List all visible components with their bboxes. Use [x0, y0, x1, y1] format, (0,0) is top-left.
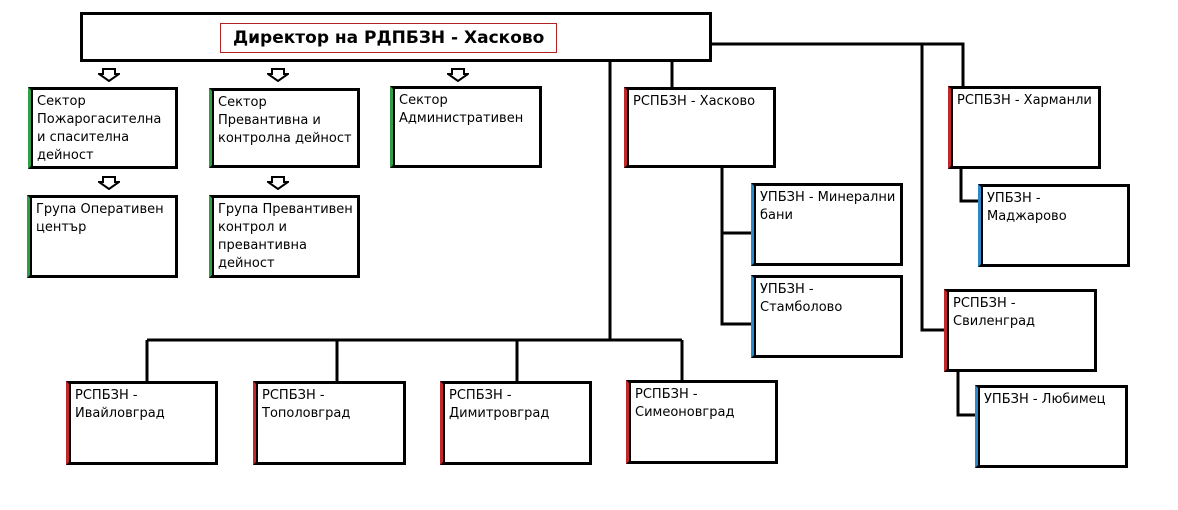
sector-admin-label: Сектор Административен — [399, 93, 524, 126]
service-harmanli-label: РСПБЗН - Харманли — [957, 93, 1092, 108]
down-arrow-icon — [98, 68, 120, 82]
service-topolovgrad-label: РСПБЗН - Тополовград — [262, 388, 351, 421]
sector-admin-box: Сектор Административен — [390, 86, 542, 168]
down-arrow-icon — [267, 68, 289, 82]
group-operative-box: Група Оперативен център — [27, 195, 178, 278]
director-box: Директор на РДПБЗН - Хасково — [80, 12, 712, 62]
down-arrow-icon — [98, 176, 120, 190]
site-mineralni-bani-label: УПБЗН - Минерални бани — [760, 190, 896, 223]
site-madzharovo-label: УПБЗН - Маджарово — [987, 191, 1067, 224]
service-dimitrovgrad-label: РСПБЗН - Димитровград — [449, 388, 550, 421]
service-ivaylovgrad-box: РСПБЗН - Ивайловград — [66, 381, 218, 465]
group-operative-label: Група Оперативен център — [36, 202, 164, 235]
service-svilengrad-box: РСПБЗН - Свиленград — [944, 289, 1097, 372]
service-svilengrad-label: РСПБЗН - Свиленград — [953, 296, 1036, 329]
service-haskovo-label: РСПБЗН - Хасково — [633, 94, 756, 109]
site-mineralni-bani-box: УПБЗН - Минерални бани — [751, 183, 903, 266]
director-title: Директор на РДПБЗН - Хасково — [220, 23, 558, 53]
service-simeonovgrad-box: РСПБЗН - Симеоновград — [626, 380, 778, 464]
service-haskovo-box: РСПБЗН - Хасково — [624, 87, 776, 168]
service-ivaylovgrad-label: РСПБЗН - Ивайловград — [75, 388, 165, 421]
sector-prevention-box: Сектор Превантивна и контролна дейност — [209, 88, 360, 168]
sector-fire-label: Сектор Пожарогасителна и спасителна дейн… — [37, 94, 162, 163]
service-simeonovgrad-label: РСПБЗН - Симеоновград — [635, 387, 735, 420]
group-prevention-label: Група Превантивен контрол и превантивна … — [218, 202, 353, 271]
site-stambolovo-box: УПБЗН - Стамболово — [751, 275, 903, 358]
sector-fire-box: Сектор Пожарогасителна и спасителна дейн… — [28, 87, 178, 169]
service-topolovgrad-box: РСПБЗН - Тополовград — [253, 381, 406, 465]
group-prevention-box: Група Превантивен контрол и превантивна … — [209, 195, 360, 278]
service-dimitrovgrad-box: РСПБЗН - Димитровград — [440, 381, 592, 465]
site-lyubimets-label: УПБЗН - Любимец — [984, 392, 1106, 407]
service-harmanli-box: РСПБЗН - Харманли — [948, 86, 1101, 169]
site-madzharovo-box: УПБЗН - Маджарово — [978, 184, 1130, 267]
site-lyubimets-box: УПБЗН - Любимец — [975, 385, 1128, 468]
down-arrow-icon — [447, 68, 469, 82]
sector-prevention-label: Сектор Превантивна и контролна дейност — [218, 95, 352, 146]
down-arrow-icon — [267, 176, 289, 190]
site-stambolovo-label: УПБЗН - Стамболово — [760, 282, 843, 315]
